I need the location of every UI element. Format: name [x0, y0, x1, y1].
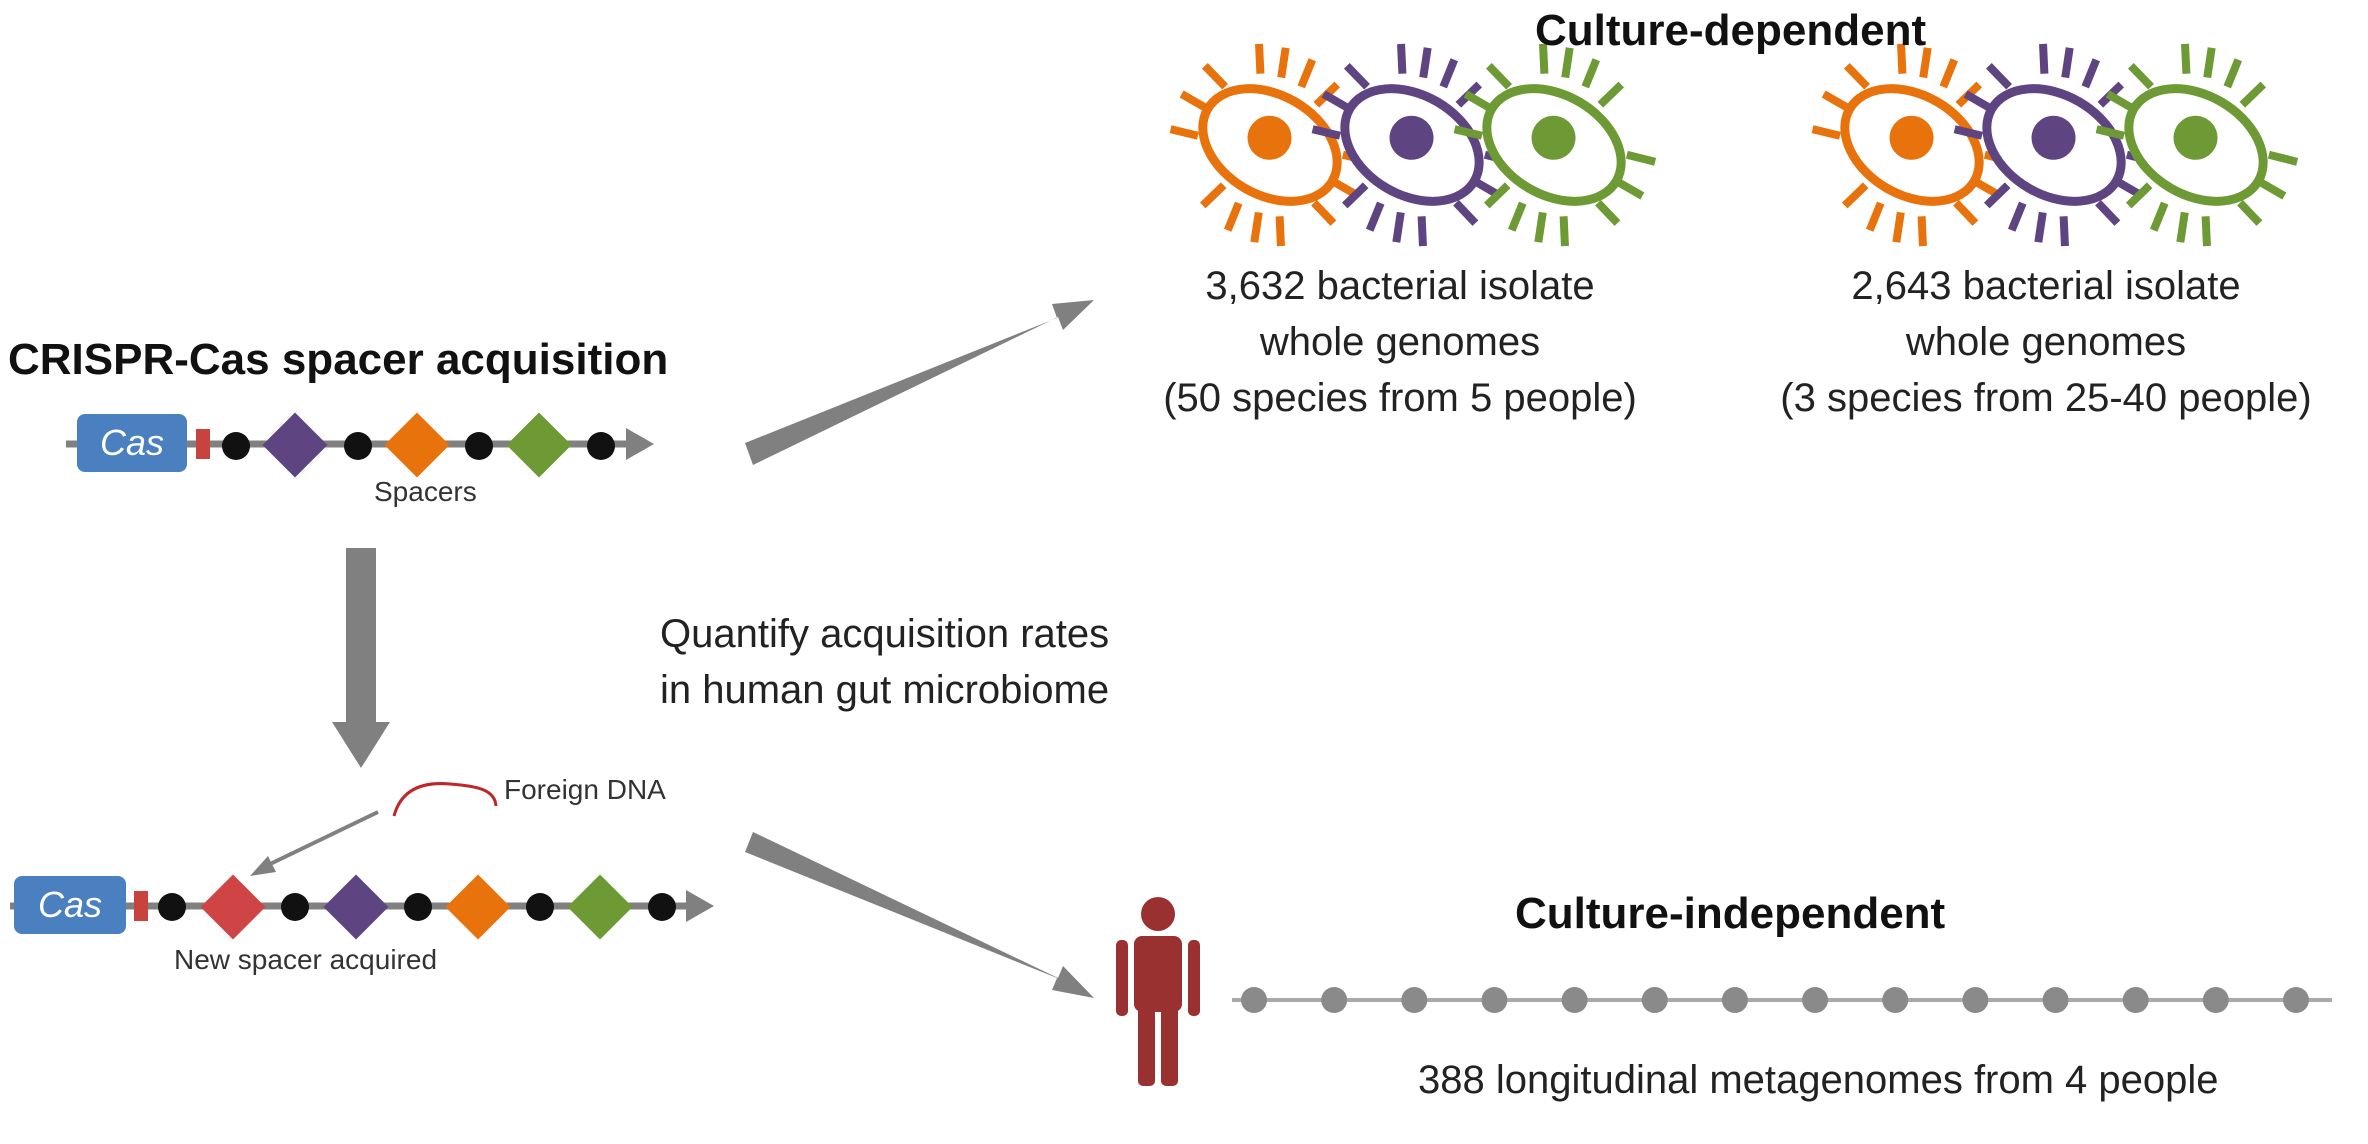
timepoint-dot [2202, 987, 2229, 1013]
repeat-dot [648, 893, 676, 921]
timepoint-dot [1241, 987, 1267, 1013]
spacer-green-top [506, 412, 572, 478]
center-description-line-1: Quantify acquisition rates [660, 612, 1110, 656]
foreign-dna-strand [392, 782, 498, 817]
down-arrow-head [332, 722, 390, 768]
person-icon [1116, 897, 1200, 1086]
repeat-dot [158, 893, 186, 921]
leader-sequence-top [196, 429, 210, 459]
isolate-group-1-line-1: 3,632 bacterial isolate [1205, 264, 1595, 308]
isolate-group-2-line-3: (3 species from 25-40 people) [1780, 376, 2312, 420]
leader-sequence-bottom [134, 891, 148, 921]
crispr-array-arrowhead-top [626, 428, 654, 460]
timepoint-dot [2283, 987, 2309, 1013]
timepoint-dot [1321, 987, 1348, 1013]
new-spacer-label: New spacer acquired [174, 944, 438, 975]
culture-dependent-title: Culture-dependent [1535, 6, 1927, 55]
crispr-array-arrowhead-bottom [686, 890, 714, 922]
center-description: Quantify acquisition rates in human gut … [660, 606, 1109, 718]
repeat-dot [281, 893, 309, 921]
timeline-dots [1241, 987, 2309, 1013]
repeat-dot [344, 432, 372, 460]
spacer-purple-bottom [323, 874, 389, 940]
timepoint-dot [1641, 987, 1668, 1013]
isolate-group-2-caption: 2,643 bacterial isolate whole genomes (3… [1736, 258, 2356, 426]
down-arrow-shaft [346, 548, 376, 724]
isolate-group-1-line-3: (50 species from 5 people) [1163, 376, 1637, 420]
crispr-title: CRISPR-Cas spacer acquisition [8, 335, 669, 384]
spacer-orange-top [384, 412, 450, 478]
metagenome-caption: 388 longitudinal metagenomes from 4 peop… [1418, 1058, 2219, 1102]
arrow-to-culture-dependent [745, 300, 1094, 465]
spacer-orange-bottom [445, 874, 511, 940]
timepoint-dot [1721, 987, 1748, 1013]
timepoint-dot [1481, 987, 1508, 1013]
new-spacer-red [200, 874, 266, 940]
isolate-group-1-line-2: whole genomes [1259, 320, 1541, 364]
timepoint-dot [1882, 987, 1909, 1013]
spacers-label: Spacers [374, 476, 477, 507]
timepoint-dot [1802, 987, 1829, 1013]
cas-gene-bottom: Cas [14, 876, 126, 934]
timepoint-dot [2042, 987, 2069, 1013]
foreign-dna-label: Foreign DNA [504, 774, 666, 805]
repeat-dot [404, 893, 432, 921]
repeat-dot [526, 893, 554, 921]
spacer-purple-top [262, 412, 328, 478]
foreign-dna-pointer-head [250, 856, 276, 876]
center-description-line-2: in human gut microbiome [660, 668, 1110, 712]
spacer-green-bottom [567, 874, 633, 940]
foreign-dna-pointer-line [265, 810, 379, 868]
culture-independent-title: Culture-independent [1515, 889, 1946, 938]
timepoint-dot [1401, 987, 1428, 1013]
repeat-dot [465, 432, 493, 460]
arrow-to-culture-independent [745, 832, 1094, 998]
isolate-group-2-line-2: whole genomes [1905, 320, 2187, 364]
isolate-group-2-line-1: 2,643 bacterial isolate [1851, 264, 2241, 308]
timepoint-dot [1962, 987, 1989, 1013]
repeat-dot [587, 432, 615, 460]
repeat-dot [222, 432, 250, 460]
timepoint-dot [1561, 987, 1588, 1013]
cas-gene-top: Cas [77, 414, 187, 472]
isolate-group-1-caption: 3,632 bacterial isolate whole genomes (5… [1125, 258, 1675, 426]
timepoint-dot [2122, 987, 2149, 1013]
